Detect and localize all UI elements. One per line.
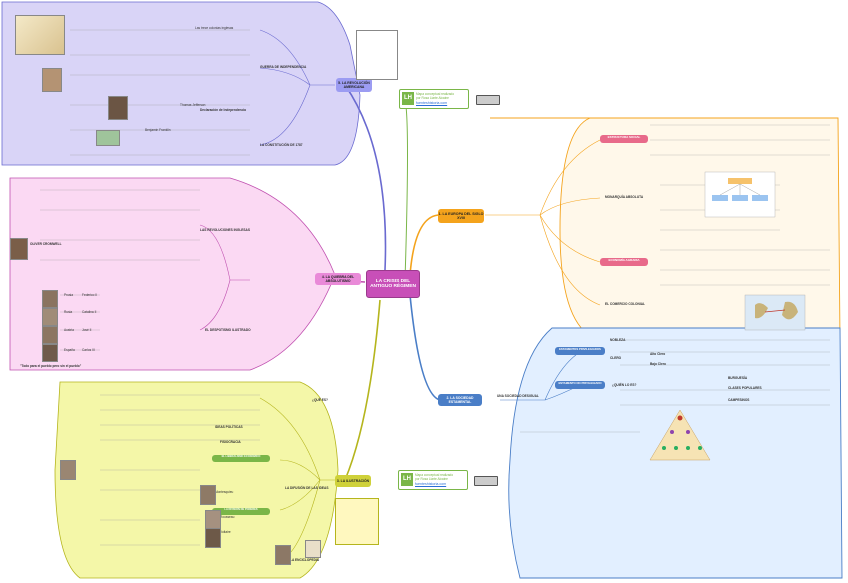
branch-quiebra-absolutismo[interactable]: 4. LA QUIEBRA DEL ABSOLUTISMO	[315, 273, 361, 285]
portrait-image	[42, 344, 58, 362]
b5-jefferson: Thomas Jefferson	[180, 103, 206, 107]
branch-ilustracion[interactable]: 3. LA ILUSTRACIÓN	[335, 475, 371, 487]
license-badge-bottom[interactable]: LH Mapa conceptual realizado por Rosa Li…	[398, 470, 468, 490]
b2-privilegiados[interactable]: ESTAMENTOS PRIVILEGIADOS	[555, 347, 605, 355]
b2-clases-populares: CLASES POPULARES	[728, 386, 762, 390]
portrait-image	[60, 460, 76, 480]
b5-trece-colonias: Las trece colonias inglesas	[195, 26, 234, 30]
b4-rusia: Rusia	[64, 310, 73, 314]
b4-espana: España	[64, 348, 75, 352]
b2-bajo-clero: Bajo Clero	[650, 362, 666, 366]
cc-license-icon	[474, 476, 498, 486]
b4-austria: Austria	[64, 328, 74, 332]
b1-comercio: EL COMERCIO COLONIAL	[605, 302, 645, 306]
portrait-image	[42, 290, 58, 308]
b2-quien: ¿QUIÉN LO ES?	[612, 383, 637, 387]
license-badge-top[interactable]: LH Mapa conceptual realizado por Rosa Li…	[399, 89, 469, 109]
b4-jose: José II	[82, 328, 92, 332]
encyclopedia-image	[305, 540, 321, 558]
portrait-image	[108, 96, 128, 120]
portrait-image	[200, 485, 216, 505]
cc-license-icon	[476, 95, 500, 105]
b4-catalina: Catalina II	[82, 310, 97, 314]
region-revolucion-americana	[1, 1, 361, 166]
portrait-image	[42, 308, 58, 326]
portrait-image	[42, 68, 62, 92]
b2-clero: CLERO	[610, 356, 622, 360]
portrait-image	[275, 545, 291, 565]
note-box	[335, 498, 379, 545]
b5-guerra: GUERRA DE INDEPENDENCIA	[260, 65, 307, 69]
b5-declaracion: Declaración de Independencia	[200, 108, 246, 112]
b4-federico: Federico II	[82, 293, 98, 297]
branch-sociedad-estamental[interactable]: 2. LA SOCIEDAD ESTAMENTAL	[438, 394, 482, 406]
b3-que-es: ¿QUÉ ES?	[312, 398, 328, 402]
b4-revoluciones-inglesas: LAS REVOLUCIONES INGLESAS	[200, 228, 250, 232]
branch-europa-xviii[interactable]: 1. LA EUROPA DEL SIGLO XVIII	[438, 209, 484, 223]
branch-revolucion-americana[interactable]: 5. LA REVOLUCIÓN AMERICANA	[336, 78, 372, 92]
b3-montesquieu: Montesquieu	[215, 490, 234, 494]
license-site-link[interactable]: fuenteshistoria.com	[415, 482, 447, 486]
b4-carlos: Carlos III	[82, 348, 95, 352]
b3-difusion: LA DIFUSIÓN DE LAS IDEAS	[285, 486, 329, 490]
b3-rousseau: Rousseau	[220, 515, 235, 519]
b1-monarquia: MONARQUÍA ABSOLUTA	[605, 195, 644, 199]
b3-ideas-politicas: IDEAS POLÍTICAS	[215, 425, 243, 429]
b3-liberalismo[interactable]: EL LIBERALISMO ECONÓMICO	[212, 455, 270, 462]
b2-alto-clero: Alto Clero	[650, 352, 666, 356]
b1-economia-agraria[interactable]: ECONOMÍA AGRARIA	[600, 258, 648, 266]
central-topic[interactable]: LA CRISIS DEL ANTIGUO RÉGIMEN	[366, 270, 420, 298]
portrait-image	[10, 238, 28, 260]
note-box	[356, 30, 398, 80]
b3-voltaire: Voltaire	[220, 530, 231, 534]
b4-lema: "Todo para el pueblo pero sin el pueblo"	[20, 364, 82, 368]
b2-nobleza: NOBLEZA	[610, 338, 626, 342]
b5-franklin: Benjamin Franklin	[145, 128, 171, 132]
b2-sociedad-desigual: UNA SOCIEDAD DESIGUAL	[497, 394, 539, 398]
b1-estructura-social[interactable]: ESTRUCTURA SOCIAL	[600, 135, 648, 143]
b3-enciclopedia: LA ENCICLOPEDIA	[290, 558, 320, 562]
lh-logo-icon: LH	[402, 92, 414, 105]
central-title: LA CRISIS DEL ANTIGUO RÉGIMEN	[370, 279, 416, 289]
b2-burguesia: BURGUESÍA	[728, 376, 748, 380]
b5-constitucion: LA CONSTITUCIÓN DE 1787	[260, 143, 303, 147]
license-site-link[interactable]: fuenteshistoria.com	[416, 101, 448, 105]
b2-no-privilegiado[interactable]: ESTAMENTO NO PRIVILEGIADO	[555, 381, 605, 389]
banknote-image	[96, 130, 120, 146]
region-ilustracion	[54, 381, 339, 579]
region-quiebra-absolutismo	[9, 177, 336, 371]
b4-despotismo: EL DESPOTISMO ILUSTRADO	[205, 328, 251, 332]
b4-cromwell: OLIVER CROMWELL	[30, 242, 62, 246]
b4-prusia: Prusia	[64, 293, 74, 297]
power-diagram	[704, 171, 776, 218]
trade-map	[744, 294, 806, 331]
colonies-map-image	[15, 15, 65, 55]
portrait-image	[42, 326, 58, 344]
lh-logo-icon: LH	[401, 473, 413, 486]
portrait-image	[205, 510, 221, 530]
b3-fisiocracia: FISIOCRACIA	[220, 440, 241, 444]
pyramid-illustration	[649, 409, 711, 461]
b3-division-poderes[interactable]: LA DIVISIÓN DE PODERES	[212, 508, 270, 515]
b2-campesinos: CAMPESINOS	[728, 398, 750, 402]
portrait-image	[205, 528, 221, 548]
